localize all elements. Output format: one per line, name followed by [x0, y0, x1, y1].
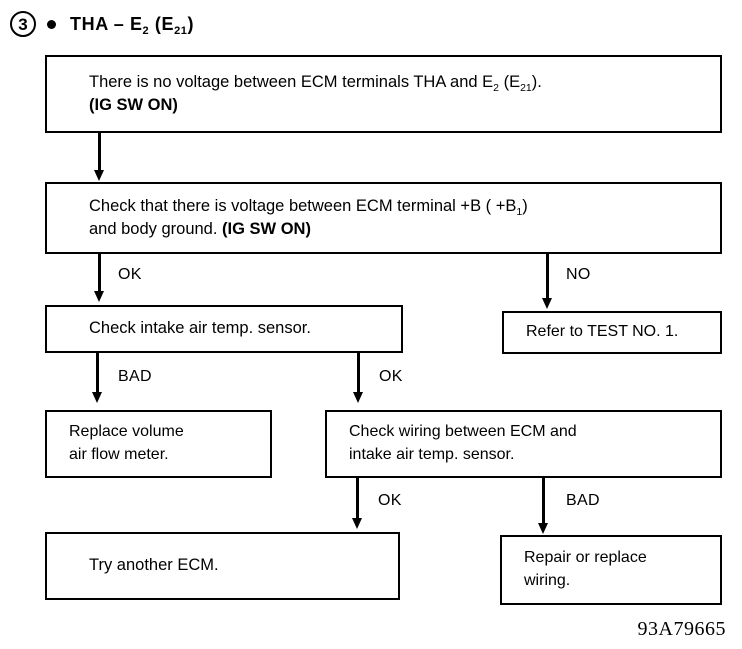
node-check-voltage-plus-b: Check that there is voltage between ECM … [45, 182, 722, 254]
node-repair-or-replace-wiring: Repair or replace wiring. [500, 535, 722, 605]
edge-arrow-6 [351, 518, 362, 529]
node-check-intake-sensor-text: Check intake air temp. sensor. [89, 319, 311, 338]
edge-line-2 [98, 254, 101, 294]
edge-line-1 [98, 133, 101, 174]
title-suffix: ) [187, 13, 195, 34]
title-sub-2: 2 [142, 24, 150, 37]
node-no-voltage-sub1: 2 [493, 81, 499, 94]
node-check-voltage-text: Check that there is voltage between ECM … [47, 195, 528, 242]
bullet-icon [47, 19, 56, 29]
node-no-voltage-line1: There is no voltage between ECM terminal… [89, 72, 494, 91]
node-no-voltage-text: There is no voltage between ECM terminal… [47, 71, 542, 118]
node-no-voltage: There is no voltage between ECM terminal… [45, 55, 722, 133]
edge-label-bad-2: BAD [566, 492, 600, 509]
node-check-intake-air-temp-sensor: Check intake air temp. sensor. [45, 305, 403, 353]
node-refer-test-text: Refer to TEST NO. 1. [526, 323, 679, 341]
edge-label-ok-3: OK [378, 492, 402, 509]
node-check-voltage-line1: Check that there is voltage between ECM … [89, 196, 517, 215]
edge-arrow-5 [352, 392, 363, 403]
figure-code: 93A79665 [637, 618, 726, 640]
edge-arrow-2 [93, 291, 104, 302]
edge-arrow-1 [93, 170, 104, 181]
edge-arrow-4 [91, 392, 102, 403]
edge-line-7 [542, 478, 545, 526]
node-replace-volume-air-flow-meter: Replace volume air flow meter. [45, 410, 272, 478]
node-no-voltage-ig-sw: (IG SW ON) [89, 96, 178, 114]
node-check-voltage-ig-sw: (IG SW ON) [222, 220, 311, 238]
chart-header: 3 THA – E2 (E21) [10, 8, 194, 40]
edge-arrow-7 [537, 523, 548, 534]
edge-label-bad-1: BAD [118, 368, 152, 385]
edge-label-ok-1: OK [118, 266, 142, 283]
node-no-voltage-line1b: (E [499, 72, 521, 91]
title-mid: (E [149, 13, 175, 34]
page-title: THA – E2 (E21) [70, 13, 195, 37]
title-sub-21: 21 [174, 24, 188, 37]
node-replace-vaf-text: Replace volume air flow meter. [69, 423, 184, 463]
edge-label-no: NO [566, 266, 591, 283]
node-no-voltage-line1c: ). [531, 72, 542, 91]
node-check-voltage-sub1: 1 [516, 205, 523, 218]
node-try-another-ecm-text: Try another ECM. [89, 556, 219, 575]
edge-label-ok-2: OK [379, 368, 403, 385]
title-prefix: THA – E [70, 13, 143, 34]
edge-line-3 [546, 254, 549, 301]
node-repair-wiring-text: Repair or replace wiring. [524, 549, 647, 589]
edge-line-4 [96, 353, 99, 395]
node-try-another-ecm: Try another ECM. [45, 532, 400, 600]
edge-arrow-3 [541, 298, 552, 309]
edge-line-6 [356, 478, 359, 522]
node-refer-to-test-no-1: Refer to TEST NO. 1. [502, 311, 722, 354]
node-check-voltage-line1c: ) [522, 196, 528, 215]
node-check-wiring-text: Check wiring between ECM and intake air … [349, 423, 577, 463]
node-check-wiring: Check wiring between ECM and intake air … [325, 410, 722, 478]
node-check-voltage-line2: and body ground. [89, 220, 223, 238]
step-number-badge: 3 [10, 11, 36, 37]
node-no-voltage-sub2: 21 [520, 81, 532, 94]
edge-line-5 [357, 353, 360, 395]
